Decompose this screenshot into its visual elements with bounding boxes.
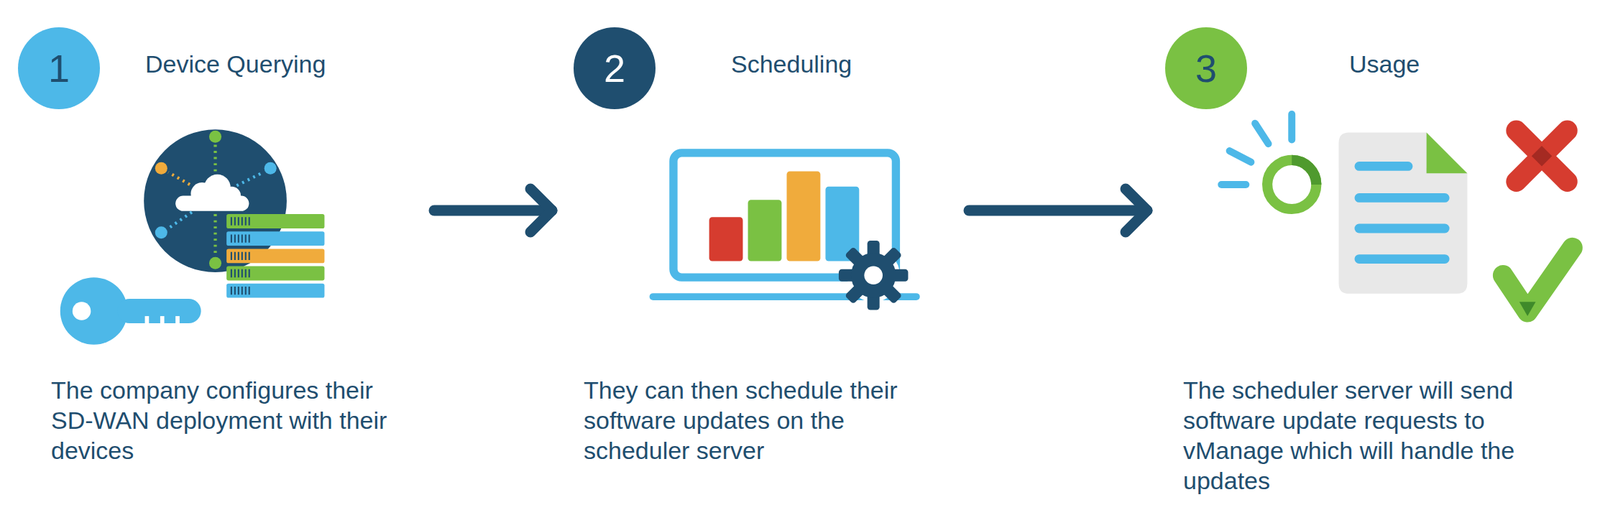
step-column: 1 Device QueryingThe company configures t… <box>10 17 426 508</box>
key-icon <box>60 277 202 346</box>
document <box>1339 132 1468 294</box>
dotted-links <box>168 145 264 257</box>
accept-check <box>1502 247 1573 317</box>
gear-icon <box>838 240 909 311</box>
bar-chart <box>709 171 860 261</box>
step-number: 1 <box>48 48 70 88</box>
document-fold <box>1426 132 1468 174</box>
document-lines <box>1359 166 1445 259</box>
progress-arc <box>1291 160 1317 185</box>
flow-arrow <box>434 189 553 233</box>
step-badge: 1 <box>17 27 100 110</box>
step-description: They can then schedule their software up… <box>583 375 951 466</box>
arrow-head <box>1125 189 1148 233</box>
server-stack <box>226 214 325 298</box>
step-description: The company configures their SD-WAN depl… <box>51 375 422 466</box>
step-number: 3 <box>1195 48 1217 88</box>
step-badge: 2 <box>573 27 656 110</box>
arrow-stroke <box>434 205 553 217</box>
activity-rays <box>1221 114 1292 185</box>
link-dots <box>155 130 277 270</box>
laptop-chart-icon <box>653 153 917 311</box>
step-column: 2 SchedulingThey can then schedule their … <box>560 17 961 508</box>
step-column: 3 UsageThe scheduler server will send sof… <box>1155 17 1590 508</box>
progress-ring <box>1267 160 1317 210</box>
step-number: 2 <box>603 48 626 88</box>
step-badge: 3 <box>1165 27 1248 110</box>
cloud <box>175 174 249 212</box>
usage-icon <box>1221 114 1572 317</box>
arrow-stroke <box>968 205 1148 217</box>
step-title: Scheduling <box>730 48 852 80</box>
network-icon <box>60 129 325 346</box>
step-title: Device Querying <box>145 48 326 80</box>
step-description: The scheduler server will send software … <box>1183 375 1547 496</box>
step-title: Usage <box>1349 48 1420 80</box>
arrow-head <box>530 189 553 233</box>
reject-cross <box>1516 130 1568 182</box>
flow-arrow <box>968 189 1148 233</box>
